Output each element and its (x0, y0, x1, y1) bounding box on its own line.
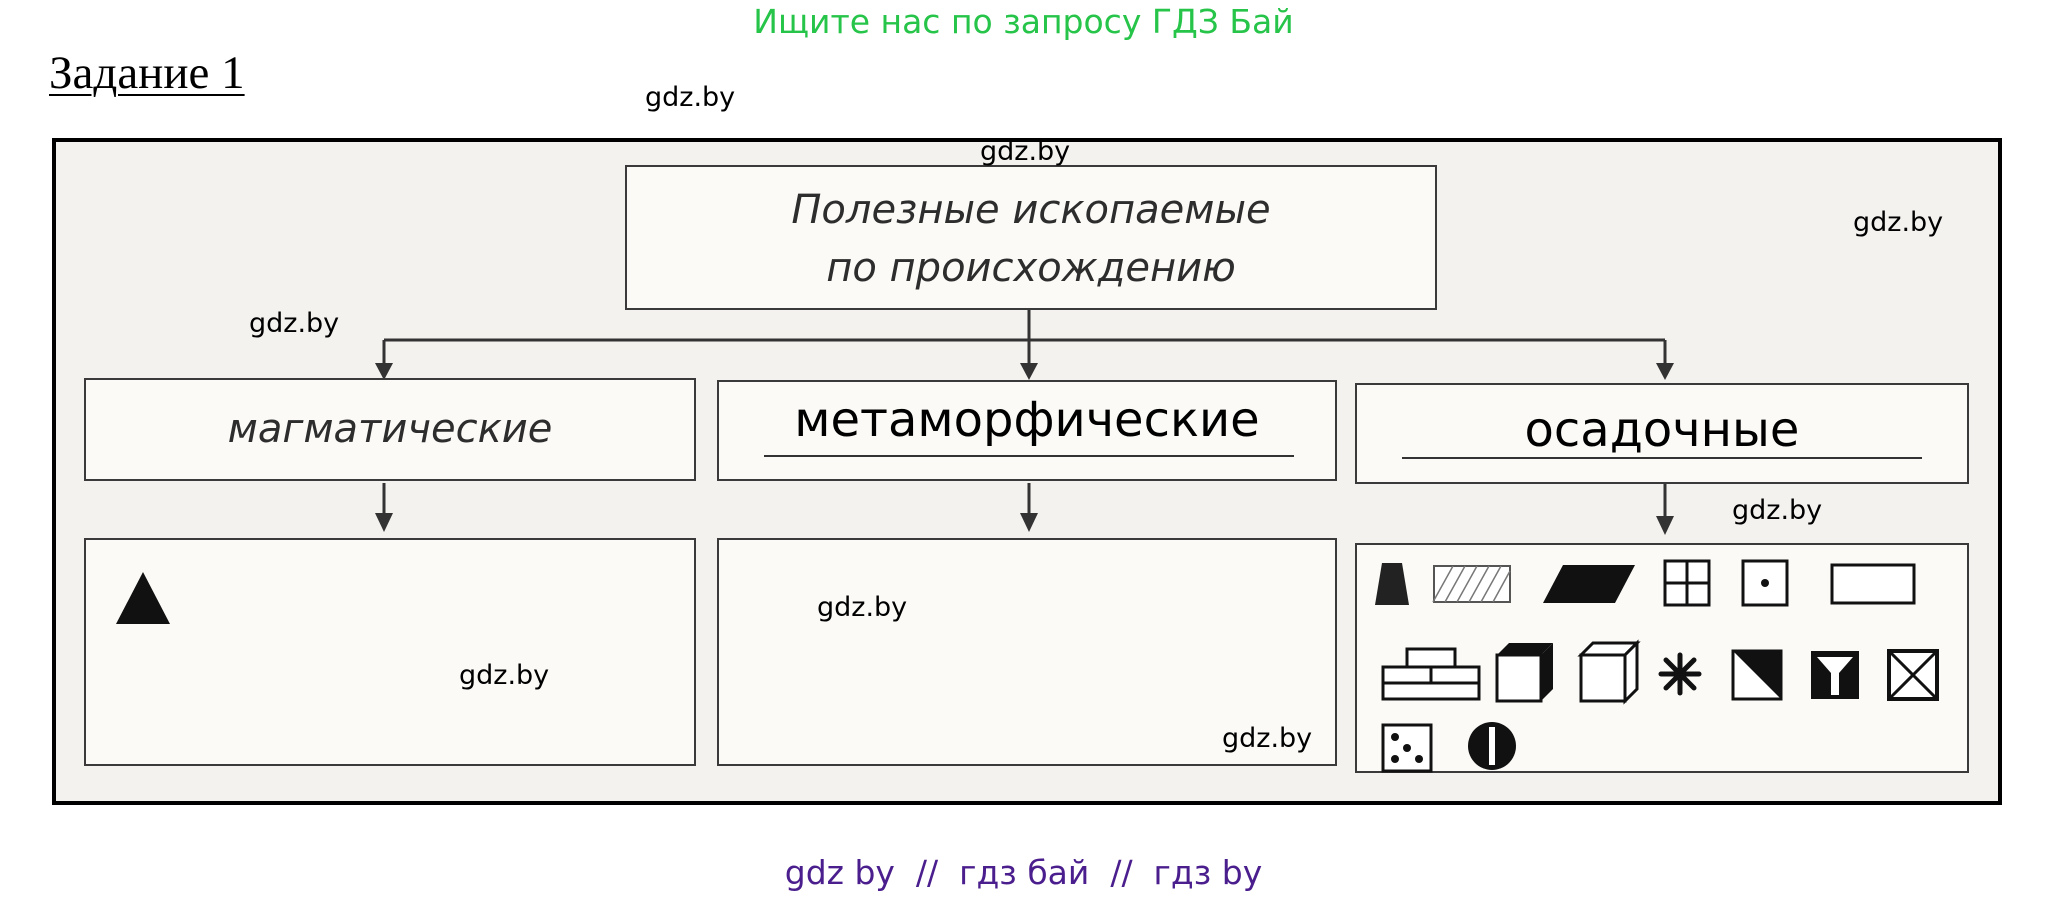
root-title-line2: по происхождению (826, 245, 1236, 291)
answer-line-metamorphic (764, 455, 1294, 457)
watermark: gdz.by (817, 592, 908, 623)
root-box: Полезные ископаемые по происхождению (625, 165, 1437, 310)
watermark: gdz.by (1853, 207, 1944, 238)
symbols-box-sedimentary (1355, 543, 1969, 773)
symbols-box-magmatic (84, 538, 696, 766)
footer-links: gdz by // гдз бай // гдз by (784, 853, 1263, 892)
cross-square-symbol (1887, 649, 1939, 701)
dot-square-symbol (1741, 559, 1789, 607)
category-label-magmatic: магматические (227, 406, 553, 452)
category-box-metamorphic: метаморфические (717, 380, 1337, 481)
banner: Ищите нас по запросу ГДЗ Бай (753, 2, 1294, 41)
watermark: gdz.by (1732, 495, 1823, 526)
watermark: gdz.by (980, 136, 1071, 167)
y-square-symbol (1811, 651, 1859, 699)
grid-square-symbol (1663, 559, 1711, 607)
parallelogram-symbol (1543, 565, 1635, 603)
diagonal-square-symbol (1731, 649, 1783, 701)
watermark: gdz.by (459, 660, 550, 691)
outlined-rectangle-symbol (1830, 563, 1916, 605)
category-box-sedimentary: осадочные (1355, 383, 1969, 484)
task-title: Задание 1 (49, 47, 245, 99)
answer-line-sedimentary (1402, 457, 1922, 459)
dice-square-symbol (1381, 723, 1433, 773)
hatched-rectangle-symbol (1432, 565, 1511, 603)
watermark: gdz.by (645, 82, 736, 113)
watermark: gdz.by (249, 308, 340, 339)
brick-symbol (1381, 647, 1481, 701)
watermark: gdz.by (1222, 723, 1313, 754)
trapezoid-symbol (1375, 563, 1409, 605)
asterisk-symbol (1658, 652, 1702, 696)
category-box-magmatic: магматические (84, 378, 696, 481)
cube-outline-symbol (1577, 639, 1641, 705)
root-title-line1: Полезные ископаемые (791, 187, 1271, 233)
symbols-box-metamorphic (717, 538, 1337, 766)
cube-filled-symbol (1495, 643, 1553, 703)
category-label-sedimentary: осадочные (1524, 402, 1800, 458)
triangle-symbol (116, 572, 170, 624)
half-circle-symbol (1468, 722, 1516, 770)
category-label-metamorphic: метаморфические (794, 392, 1260, 448)
